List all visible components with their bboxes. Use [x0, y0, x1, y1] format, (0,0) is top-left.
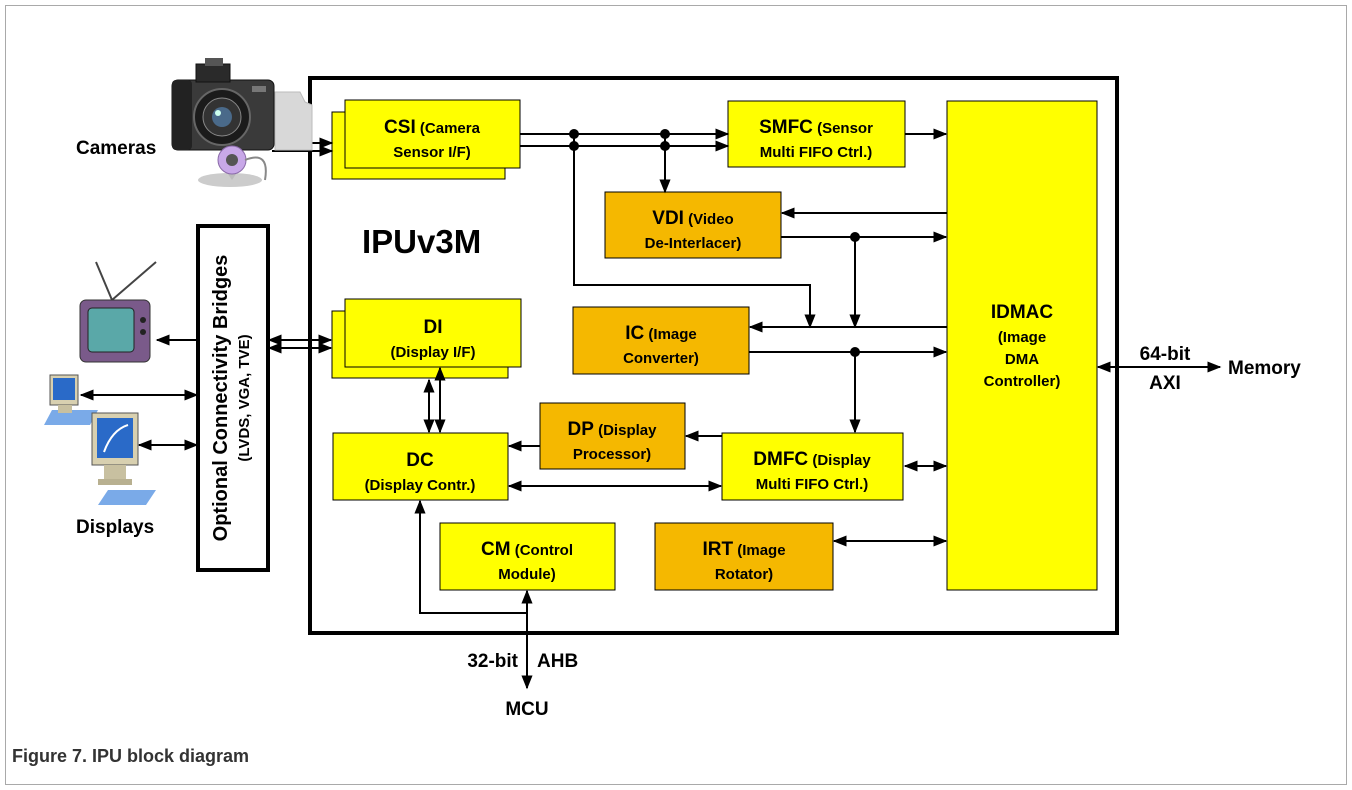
dp-name: DP [568, 419, 595, 440]
cm-block[interactable] [439, 522, 616, 591]
irt-name: IRT [702, 539, 733, 560]
svg-text:DP (Display: DP (Display [568, 419, 658, 440]
monitor-icon [91, 412, 156, 505]
vdi-desc1: (Video [684, 211, 734, 228]
ic-desc2: Converter) [623, 350, 699, 367]
monitor-icon [44, 374, 98, 425]
mcu-label: MCU [505, 699, 548, 720]
dmfc-desc1: (Display [808, 452, 871, 469]
csi-desc1: (Camera [416, 120, 481, 137]
irt-desc1: (Image [733, 542, 786, 559]
dp-desc1: (Display [594, 422, 657, 439]
idmac-l3: DMA [1005, 351, 1039, 368]
csi-to-ic [573, 134, 816, 329]
cm-desc2: Module) [498, 566, 556, 583]
ipu-outline [308, 76, 1119, 635]
idmac-l4: Controller) [984, 373, 1061, 390]
ahb-width-label: 32-bit [467, 651, 518, 672]
dmfc-desc2: Multi FIFO Ctrl.) [756, 476, 868, 493]
svg-text:SMFC (Sensor: SMFC (Sensor [759, 117, 873, 138]
vdi-desc2: De-Interlacer) [645, 235, 742, 252]
junction-dot [569, 129, 579, 139]
irt-block[interactable] [654, 522, 834, 591]
dmfc-block[interactable] [721, 432, 904, 501]
ic-block[interactable] [572, 306, 750, 375]
idmac-block[interactable] [946, 100, 1098, 591]
svg-text:CSI (Camera: CSI (Camera [384, 117, 481, 138]
ahb-label: AHB [537, 651, 578, 672]
webcam-icon [198, 145, 267, 187]
smfc-desc2: Multi FIFO Ctrl.) [760, 144, 872, 161]
di-block[interactable] [344, 298, 522, 368]
ic-desc1: (Image [644, 326, 697, 343]
csi-name: CSI [384, 117, 416, 138]
dc-block[interactable] [332, 432, 509, 501]
axi-width-label: 64-bit [1140, 344, 1191, 365]
smfc-block[interactable] [727, 100, 906, 168]
figure-caption: Figure 7. IPU block diagram [12, 746, 250, 766]
junction-dot [660, 129, 670, 139]
di-name: DI [424, 317, 443, 338]
dmfc-name: DMFC [753, 449, 808, 470]
ipu-title: IPUv3M [362, 223, 481, 260]
junction-dot [569, 141, 579, 151]
vdi-name: VDI [652, 208, 684, 229]
junction-dot [850, 347, 860, 357]
dc-name: DC [406, 450, 434, 471]
csi-block[interactable] [344, 99, 521, 169]
svg-text:VDI (Video: VDI (Video [652, 208, 733, 229]
camera-icon [171, 58, 313, 151]
bridge-subtitle: (LVDS, VGA, TVE) [236, 334, 253, 461]
di-desc2: (Display I/F) [390, 344, 475, 361]
memory-label: Memory [1228, 358, 1301, 379]
cm-name: CM [481, 539, 511, 560]
vdi-block[interactable] [604, 191, 782, 259]
connectivity-bridge-box [196, 224, 270, 572]
tv-icon [79, 261, 157, 363]
svg-text:IRT (Image: IRT (Image [702, 539, 785, 560]
idmac-l1: IDMAC [991, 302, 1054, 323]
displays-label: Displays [76, 517, 154, 538]
dp-desc2: Processor) [573, 446, 651, 463]
idmac-l2: (Image [998, 329, 1046, 346]
junction-dot [660, 141, 670, 151]
junction-dot [850, 232, 860, 242]
axi-label: AXI [1149, 373, 1181, 394]
bridge-title: Optional Connectivity Bridges [210, 255, 232, 542]
irt-desc2: Rotator) [715, 566, 773, 583]
csi-desc2: Sensor I/F) [393, 144, 471, 161]
cm-desc1: (Control [511, 542, 573, 559]
smfc-name: SMFC [759, 117, 813, 138]
dc-desc2: (Display Contr.) [365, 477, 476, 494]
ahb-to-dc [414, 499, 527, 614]
svg-text:CM (Control: CM (Control [481, 539, 573, 560]
svg-text:IC (Image: IC (Image [625, 323, 697, 344]
ic-name: IC [625, 323, 644, 344]
svg-text:DMFC (Display: DMFC (Display [753, 449, 871, 470]
figure-frame [5, 5, 1347, 785]
smfc-desc1: (Sensor [813, 120, 873, 137]
cameras-label: Cameras [76, 138, 156, 159]
